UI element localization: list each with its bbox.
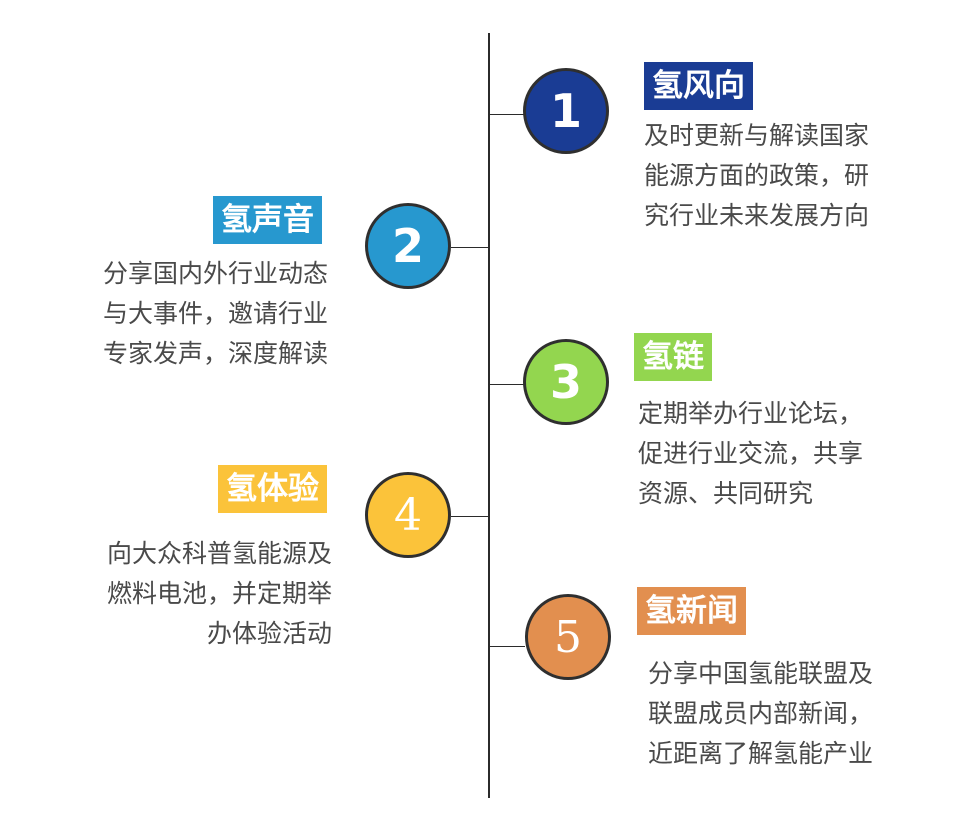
- step-2-title: 氢声音: [213, 196, 322, 244]
- connector-2: [451, 247, 489, 248]
- step-3-title: 氢链: [634, 333, 712, 381]
- step-2-line-1: 分享国内外行业动态: [102, 259, 328, 288]
- step-1-number: 1: [549, 84, 582, 138]
- step-1-line-3: 究行业未来发展方向: [644, 201, 870, 230]
- step-3-description: 定期举办行业论坛， 促进行业交流，共享 资源、共同研究: [638, 394, 863, 514]
- timeline-axis: [488, 33, 490, 798]
- step-4-circle: 4: [365, 472, 451, 558]
- connector-4: [451, 516, 489, 517]
- connector-1: [489, 114, 525, 115]
- connector-5: [489, 646, 525, 647]
- step-2-line-3: 专家发声，深度解读: [102, 339, 328, 368]
- step-3-circle: 3: [523, 339, 609, 425]
- step-5-line-3: 近距离了解氢能产业: [648, 739, 874, 768]
- step-5-description: 分享中国氢能联盟及 联盟成员内部新闻， 近距离了解氢能产业: [648, 654, 873, 774]
- step-4-number: 4: [394, 489, 422, 541]
- step-3-line-3: 资源、共同研究: [638, 479, 814, 508]
- step-1-line-1: 及时更新与解读国家: [644, 121, 870, 150]
- step-5-circle: 5: [525, 594, 611, 680]
- step-4-description: 向大众科普氢能源及 燃料电池，并定期举 办体验活动: [107, 534, 332, 654]
- step-3-line-2: 促进行业交流，共享: [638, 439, 864, 468]
- step-1-description: 及时更新与解读国家 能源方面的政策，研 究行业未来发展方向: [644, 116, 869, 236]
- step-5-title: 氢新闻: [637, 587, 746, 635]
- step-2-number: 2: [391, 219, 424, 273]
- step-2-circle: 2: [365, 203, 451, 289]
- step-5-line-2: 联盟成员内部新闻，: [648, 699, 874, 728]
- step-1-circle: 1: [523, 68, 609, 154]
- step-5-line-1: 分享中国氢能联盟及: [648, 659, 874, 688]
- step-3-number: 3: [549, 355, 582, 409]
- step-3-line-1: 定期举办行业论坛，: [638, 399, 864, 428]
- step-4-line-3: 办体验活动: [206, 619, 332, 648]
- step-2-line-2: 与大事件，邀请行业: [102, 299, 328, 328]
- connector-3: [489, 384, 525, 385]
- step-1-line-2: 能源方面的政策，研: [644, 161, 870, 190]
- step-5-number: 5: [554, 611, 582, 663]
- step-4-line-1: 向大众科普氢能源及: [106, 539, 332, 568]
- step-1-title: 氢风向: [644, 62, 753, 110]
- step-4-title: 氢体验: [218, 465, 327, 513]
- step-4-line-2: 燃料电池，并定期举: [106, 579, 332, 608]
- step-2-description: 分享国内外行业动态 与大事件，邀请行业 专家发声，深度解读: [103, 254, 328, 374]
